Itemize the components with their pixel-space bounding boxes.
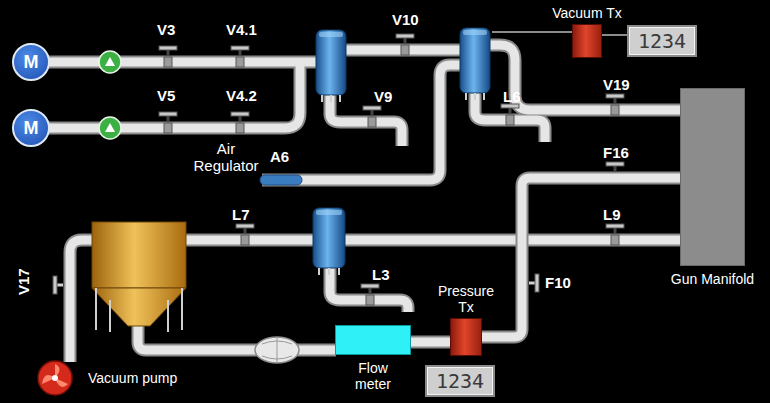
separator-tank — [92, 222, 186, 332]
valve-tag: F16 — [603, 144, 629, 161]
digital-display: 1234 — [627, 25, 697, 57]
flow-meter: Flow meter — [335, 325, 411, 355]
valve-symbol — [529, 274, 539, 292]
valve-tag: A6 — [270, 148, 289, 165]
valve-symbol — [159, 112, 177, 133]
display-value: 1234 — [436, 369, 484, 393]
valve-symbol — [606, 224, 624, 245]
pipe-connector — [482, 178, 680, 337]
valve-tag: V3 — [157, 21, 175, 38]
valve-tag: L3 — [372, 266, 390, 283]
component-label: Vacuum Tx — [552, 5, 622, 21]
regulator-label: Air Regulator — [186, 140, 266, 175]
vacuum-transmitter: Vacuum Tx — [572, 24, 602, 58]
motor-symbol: M — [12, 109, 50, 147]
valve-tag: V10 — [392, 11, 419, 28]
digital-display: 1234 — [425, 365, 495, 397]
component-label: Pressure Tx — [434, 283, 498, 315]
valve-tag: V19 — [603, 76, 630, 93]
ejector-nozzle — [255, 337, 299, 363]
filter-vessel — [316, 30, 346, 102]
valve-tag: V9 — [374, 88, 392, 105]
node-text: M — [24, 52, 39, 73]
node-text: M — [24, 118, 39, 139]
valve-tag: F10 — [545, 274, 571, 291]
display-value: 1234 — [638, 29, 686, 53]
pipe-outline — [48, 45, 680, 362]
air-regulator — [260, 175, 302, 185]
component-label: Flow meter — [348, 360, 398, 392]
valve-symbol — [236, 224, 254, 245]
signal-connector — [602, 35, 627, 36]
valve-symbol — [501, 104, 519, 125]
valve-symbol — [231, 46, 249, 67]
pump-icon — [99, 117, 121, 139]
valve-tag: V17 — [15, 268, 32, 295]
vacuum-pump-symbol — [38, 361, 72, 395]
valve-symbol — [606, 94, 624, 115]
motor-symbol: M — [12, 43, 50, 81]
gun-manifold: Gun Manifold — [680, 88, 745, 266]
valve-symbol — [361, 284, 379, 305]
pipe — [48, 45, 680, 362]
signal-line — [492, 31, 572, 33]
pump-label: Vacuum pump — [88, 370, 177, 386]
filter-vessel — [460, 28, 490, 100]
valve-symbol — [396, 34, 414, 55]
valve-symbol — [363, 106, 381, 127]
valve-tag: L6 — [503, 88, 521, 105]
valve-tag: V5 — [157, 87, 175, 104]
pipe-connector — [411, 342, 450, 343]
valve-tag: L9 — [603, 206, 621, 223]
valve-symbol — [53, 276, 63, 294]
valve-tag: V4.2 — [226, 87, 257, 104]
filter-vessel — [313, 208, 345, 275]
valve-tag: V4.1 — [226, 21, 257, 38]
valve-symbol — [231, 112, 249, 133]
valve-tag: L7 — [232, 206, 250, 223]
valve-symbol — [159, 46, 177, 67]
pump-icon — [99, 51, 121, 73]
equipment-symbols — [53, 28, 624, 305]
component-label: Gun Manifold — [671, 271, 754, 287]
pressure-transmitter: Pressure Tx — [450, 318, 482, 356]
